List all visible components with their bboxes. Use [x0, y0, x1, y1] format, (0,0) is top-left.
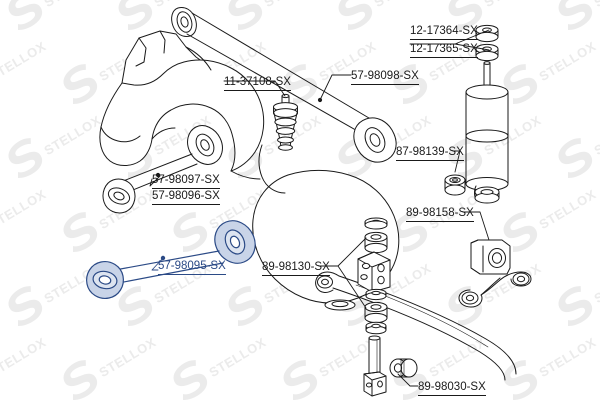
- part-label-57-98096-sx: 57-98096-SX: [152, 190, 220, 205]
- part-label-87-98139-sx: 87-98139-SX: [396, 146, 464, 161]
- part-label-57-98098-sx: 57-98098-SX: [351, 70, 419, 85]
- part-12-17364-SX: [475, 24, 499, 43]
- part-label-89-98158-sx: 89-98158-SX: [406, 207, 474, 222]
- part-label-12-17364-sx: 12-17364-SX: [410, 25, 478, 40]
- part-57-98097-SX-lateral-arm: [102, 125, 223, 214]
- part-11-37108-SX-bump-stop: [273, 93, 298, 151]
- part-label-89-98030-sx: 89-98030-SX: [418, 381, 486, 396]
- part-57-98095-SX-highlighted-arm: [86, 220, 256, 299]
- part-87-98139-SX-bushing: [444, 174, 466, 196]
- part-89-98030-SX-bushing: [389, 358, 418, 378]
- part-label-57-98095-sx: 57-98095-SX: [158, 260, 226, 275]
- part-89-98130-SX-link-stack: [357, 217, 391, 335]
- part-89-98158-SX-stabilizer-bushing: [458, 239, 532, 308]
- part-label-11-37108-sx: 11-37108-SX: [224, 76, 291, 91]
- part-label-57-98097-sx: 57-98097-SX: [152, 174, 220, 189]
- leader-lines: [149, 29, 490, 387]
- part-label-89-98130-sx: 89-98130-SX: [262, 261, 330, 276]
- leader-line-highlight: [151, 257, 164, 271]
- stabilizer-link-bolt: [363, 335, 387, 397]
- part-12-17365-SX: [475, 43, 499, 62]
- part-label-12-17365-sx: 12-17365-SX: [410, 43, 478, 58]
- shock-absorber-assembly: [465, 24, 509, 204]
